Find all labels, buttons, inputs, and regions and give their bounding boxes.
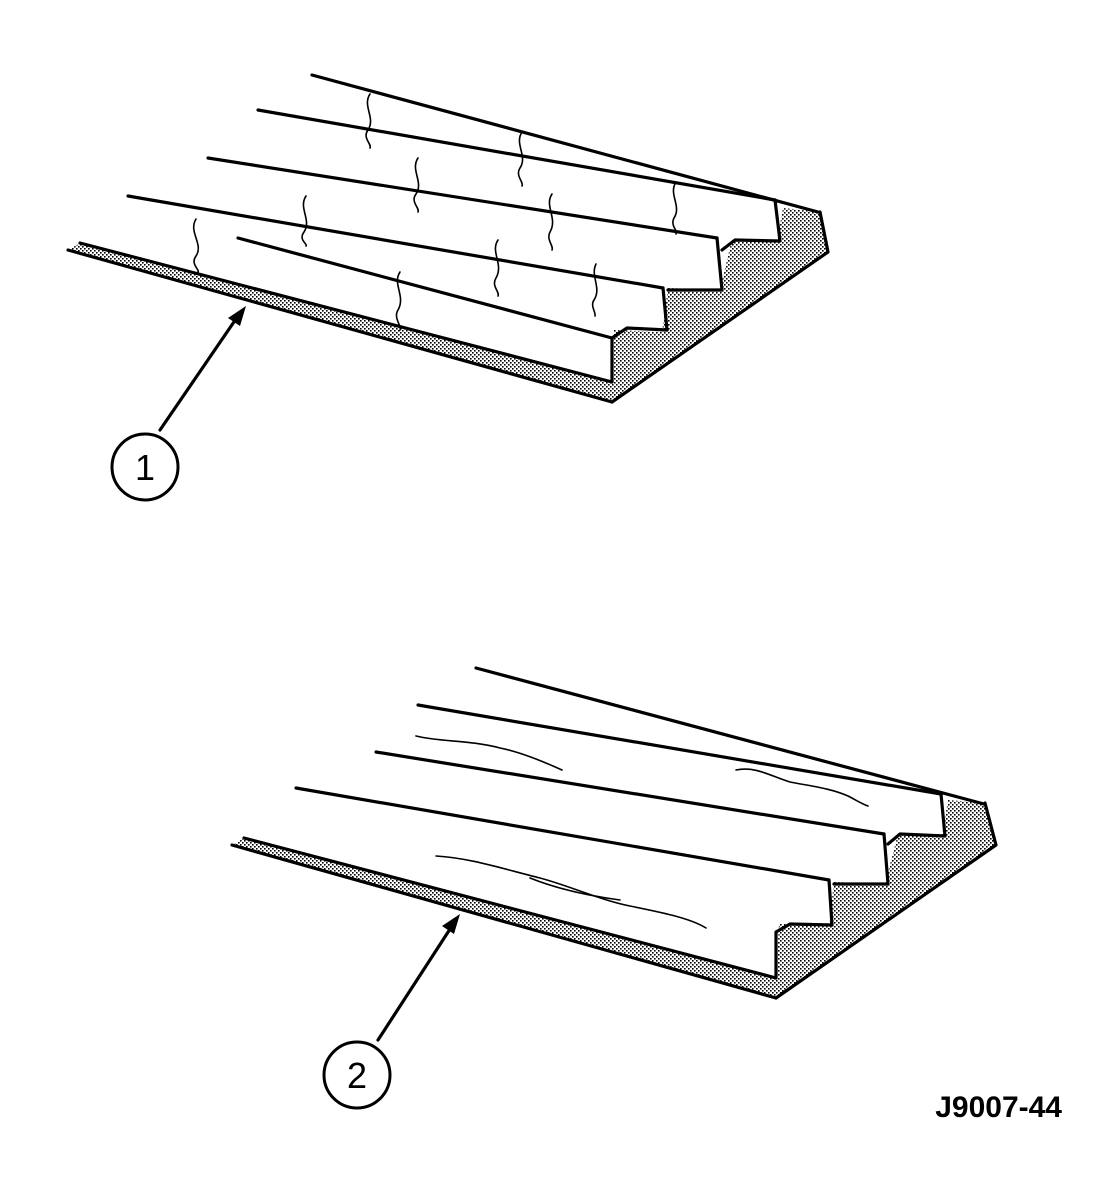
belt-2-glazed-ribs [230,666,998,1000]
figure-code: J9007-44 [935,1091,1062,1124]
belt-2-backing-edge [232,838,776,998]
callout-2-label: 2 [347,1055,367,1096]
belt-2-glaze-marks [415,735,869,929]
belt-1-cracked-ribs [66,73,830,404]
callout-1: 1 [110,306,246,502]
belt-1-rib-cracks [192,93,678,331]
belt-2-end-face [776,800,996,998]
callout-2: 2 [322,914,460,1110]
belt-1-backing-edge [68,243,612,402]
callout-1-label: 1 [135,447,155,488]
belt-1-end-face [612,208,828,402]
